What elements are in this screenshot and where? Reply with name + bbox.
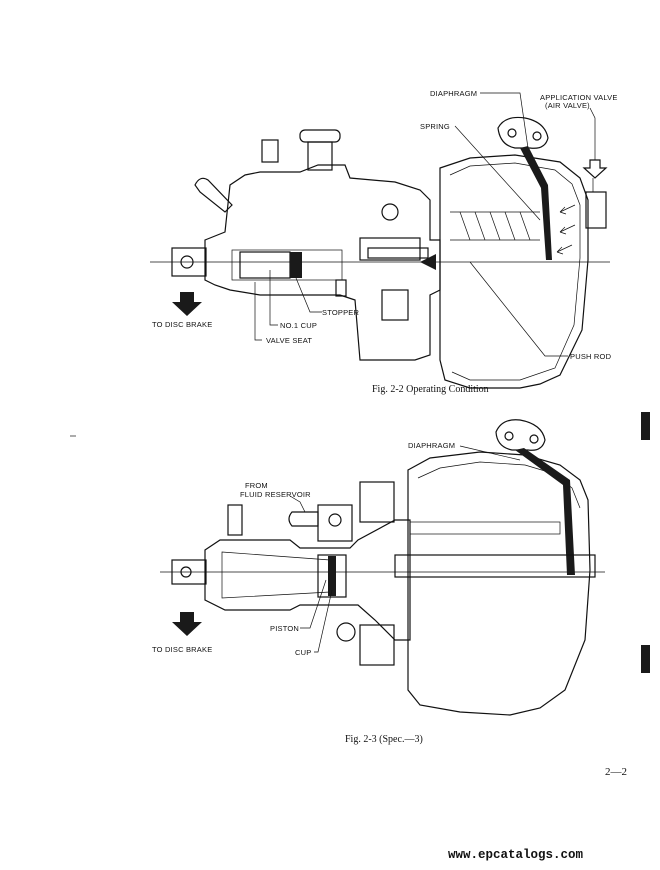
label-cup: CUP	[295, 648, 311, 657]
fluid-reservoir-leader	[289, 495, 306, 513]
valve-seat-leader	[254, 282, 262, 341]
piston-2	[317, 554, 347, 598]
reservoir-cap	[299, 129, 341, 143]
caption-fig-2-3: Fig. 2-3 (Spec.—3)	[345, 734, 423, 745]
label-to-disc-brake: TO DISC BRAKE	[152, 320, 212, 329]
label-piston: PISTON	[270, 624, 299, 633]
piston-leader	[300, 579, 327, 629]
push-rod-leader	[469, 261, 568, 357]
cup-leader	[314, 589, 333, 653]
figure-2-3: DIAPHRAGM FROM FLUID RESERVOIR PISTON CU…	[152, 419, 605, 745]
stopper	[335, 279, 347, 297]
bolt-lower	[359, 624, 395, 666]
label-fluid-reservoir: FLUID RESERVOIR	[240, 490, 311, 499]
label-from: FROM	[245, 481, 268, 490]
to-disc-brake-arrow-2	[172, 612, 202, 636]
outlet-port-2	[180, 566, 192, 578]
bleeder-screw	[261, 139, 279, 163]
push-direction-arrow	[420, 254, 436, 270]
diaphragm-ear	[497, 116, 549, 149]
booster-inner-wall	[449, 162, 581, 381]
ear-hole-left-2	[504, 431, 514, 441]
label-application-valve: APPLICATION VALVE	[540, 93, 618, 102]
booster-inner-wall-2	[417, 461, 581, 509]
reservoir-pipe	[288, 511, 319, 527]
master-cylinder-bore-2	[221, 551, 331, 599]
push-rod-shaft	[367, 247, 429, 259]
label-to-disc-brake-2: TO DISC BRAKE	[152, 645, 212, 654]
no1-cup-leader	[269, 270, 278, 326]
application-valve-arrow	[582, 159, 608, 179]
vent-port-2	[336, 622, 356, 642]
ear-hole-right	[532, 131, 542, 141]
pipe-elbow	[194, 177, 233, 213]
master-cylinder-body-2	[204, 519, 411, 641]
application-valve-fitting	[585, 191, 607, 229]
reservoir-inlet-port	[328, 513, 342, 527]
booster-chamber	[439, 154, 589, 389]
to-disc-brake-arrow	[172, 292, 202, 316]
label-push-rod: PUSH ROD	[570, 352, 612, 361]
bleeder-screw-2	[227, 504, 243, 536]
reservoir-inlet	[317, 504, 353, 542]
label-no1-cup: NO.1 CUP	[280, 321, 317, 330]
diaphragm-ear-2	[495, 419, 546, 451]
ear-hole-right-2	[529, 434, 539, 444]
reservoir-neck	[307, 141, 333, 171]
booster-chamber-2	[407, 451, 591, 716]
master-cylinder-body	[204, 164, 441, 361]
master-cylinder-bore	[231, 249, 343, 281]
edge-tab-upper	[641, 412, 650, 440]
label-diaphragm: DIAPHRAGM	[430, 89, 477, 98]
label-stopper: STOPPER	[322, 308, 359, 317]
outlet-fitting	[171, 247, 207, 277]
cup-seal-2	[328, 556, 336, 596]
application-valve-leader	[589, 107, 596, 160]
label-diaphragm-2: DIAPHRAGM	[408, 441, 455, 450]
relay-valve-body	[359, 237, 421, 261]
spring-coils	[450, 211, 540, 241]
ear-hole-left	[507, 128, 517, 138]
diaphragm-band-2	[515, 448, 575, 575]
stopper-bolt	[381, 289, 409, 321]
air-flow-arrows	[556, 204, 576, 255]
label-air-valve: (AIR VALVE)	[545, 101, 590, 110]
spring-leader	[454, 125, 541, 221]
bolt-upper	[359, 481, 395, 523]
outlet-fitting-2	[171, 559, 207, 585]
caption-fig-2-2: Fig. 2-2 Operating Condition	[372, 384, 489, 395]
vent-port	[381, 203, 399, 221]
label-spring: SPRING	[420, 122, 450, 131]
diaphragm-leader	[480, 92, 529, 149]
no1-cup-seal	[290, 252, 302, 278]
figure-2-2: DIAPHRAGM APPLICATION VALVE (AIR VALVE) …	[150, 89, 618, 395]
push-rod-2	[394, 554, 596, 578]
stopper-leader	[295, 277, 322, 313]
diaphragm-band	[520, 146, 552, 260]
footer-url: www.epcatalogs.com	[448, 848, 584, 862]
label-valve-seat: VALVE SEAT	[266, 336, 312, 345]
diaphragm-leader-2	[459, 445, 521, 461]
master-piston	[239, 251, 291, 279]
outlet-port	[180, 255, 194, 269]
page-number: 2—2	[605, 766, 627, 778]
edge-tab-lower	[641, 645, 650, 673]
piston-plate	[409, 521, 561, 535]
